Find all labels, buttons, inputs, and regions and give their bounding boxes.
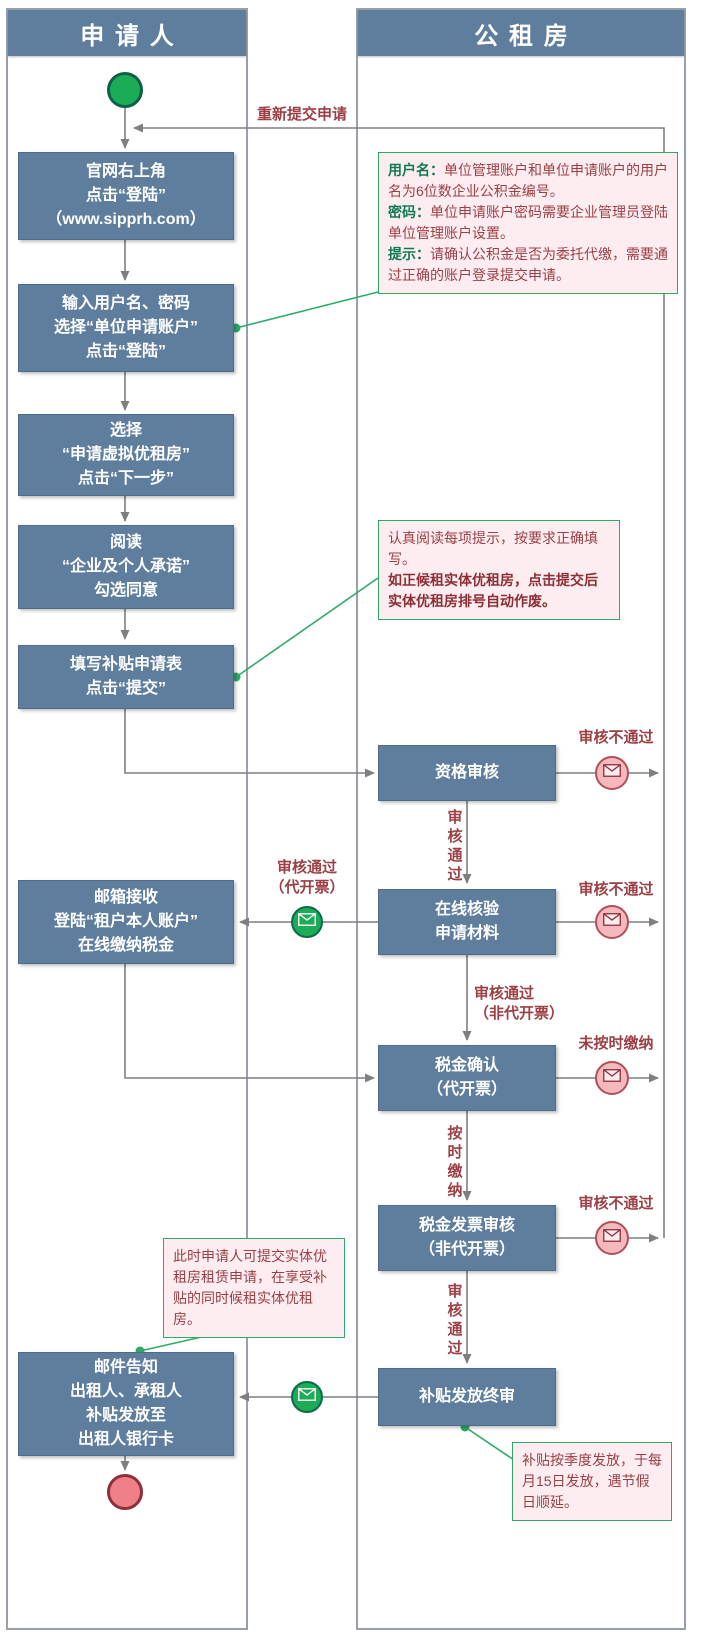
lane-housing-title: 公租房 [474, 22, 579, 50]
note-payout-schedule: 补贴按季度发放，于每月15日发放，遇节假日顺延。 [512, 1442, 672, 1521]
reject-mail-badge-late-payment [595, 1061, 629, 1095]
note-segment: 提示：请确认公积金是否为委托代缴，需要通过正确的账户登录提交申请。 [388, 244, 668, 286]
end-node [107, 1474, 143, 1510]
step-select-virtual-housing: 选择 “申请虚拟优租房” 点击“下一步” [18, 414, 234, 496]
step-qualification-review: 资格审核 [378, 745, 556, 801]
step-subsidy-final-review: 补贴发放终审 [378, 1368, 556, 1426]
step-enter-credentials: 输入用户名、密码 选择“单位申请账户” 点击“登陆” [18, 284, 234, 372]
envelope-icon [298, 1388, 316, 1406]
note-text: 单位申请账户密码需要企业管理员登陆单位管理账户设置。 [388, 204, 668, 241]
step-tax-invoice-review: 税金发票审核 （非代开票） [378, 1205, 556, 1271]
envelope-icon [603, 1229, 621, 1247]
envelope-icon [298, 913, 316, 931]
label-paid-on-time: 按 时 缴 纳 [447, 1125, 463, 1199]
label-late-payment: 未按时缴纳 [578, 1035, 654, 1052]
reject-mail-badge-invoice [595, 1221, 629, 1255]
note-segment: 密码：单位申请账户密码需要企业管理员登陆单位管理账户设置。 [388, 202, 668, 244]
label-reject-verification: 审核不通过 [578, 881, 654, 898]
step-final-notification: 邮件告知 出租人、承租人 补贴发放至 出租人银行卡 [18, 1352, 234, 1456]
notify-mail-badge-subsidy [291, 1381, 323, 1413]
note-text: 请确认公积金是否为委托代缴，需要通过正确的账户登录提交申请。 [388, 246, 668, 283]
reject-mail-badge-qualification [595, 756, 629, 790]
envelope-icon [603, 764, 621, 782]
step-login-website: 官网右上角 点击“登陆” （www.sipprh.com） [18, 152, 234, 240]
label-pass-after-invoice: 审 核 通 过 [447, 1283, 463, 1357]
step-online-verification: 在线核验 申请材料 [378, 889, 556, 955]
label-pass-proxy-invoice: 审核通过 （代开票） [269, 859, 345, 896]
label-reject-qualification: 审核不通过 [578, 729, 654, 746]
reject-mail-badge-verification [595, 905, 629, 939]
step-tax-confirmation: 税金确认 （代开票） [378, 1045, 556, 1111]
note-text: 认真阅读每项提示，按要求正确填写。 [388, 530, 598, 567]
envelope-icon [603, 1069, 621, 1087]
note-login-credentials: 用户名：单位管理账户和单位申请账户的用户名为6位数企业公积金编号。 密码：单位申… [378, 152, 678, 294]
label-pass-after-qualification: 审 核 通 过 [447, 809, 463, 883]
notify-mail-badge-tax [291, 906, 323, 938]
note-text-bold: 如正候租实体优租房，点击提交后实体优租房排号自动作废。 [388, 572, 598, 609]
note-keyword: 提示： [388, 246, 430, 262]
envelope-icon [603, 913, 621, 931]
lane-applicant-header: 申请人 [8, 10, 246, 56]
step-read-commitment: 阅读 “企业及个人承诺” 勾选同意 [18, 525, 234, 609]
note-keyword: 密码： [388, 204, 430, 220]
lane-applicant-title: 申请人 [80, 22, 185, 50]
lane-housing-header: 公租房 [358, 10, 684, 56]
label-reject-invoice: 审核不通过 [578, 1195, 654, 1212]
step-submit-form: 填写补贴申请表 点击“提交” [18, 645, 234, 709]
note-fill-form: 认真阅读每项提示，按要求正确填写。 如正候租实体优租房，点击提交后实体优租房排号… [378, 520, 620, 620]
label-resubmit: 重新提交申请 [257, 106, 348, 123]
label-pass-non-proxy-invoice: 审核通过 （非代开票） [474, 985, 565, 1022]
note-segment: 用户名：单位管理账户和单位申请账户的用户名为6位数企业公积金编号。 [388, 160, 668, 202]
note-keyword: 用户名： [388, 162, 444, 178]
note-physical-housing: 此时申请人可提交实体优租房租赁申请，在享受补贴的同时候租实体优租房。 [163, 1238, 345, 1338]
note-text: 单位管理账户和单位申请账户的用户名为6位数企业公积金编号。 [388, 162, 668, 199]
start-node [107, 72, 143, 108]
step-pay-tax-online: 邮箱接收 登陆“租户本人账户” 在线缴纳税金 [18, 880, 234, 964]
